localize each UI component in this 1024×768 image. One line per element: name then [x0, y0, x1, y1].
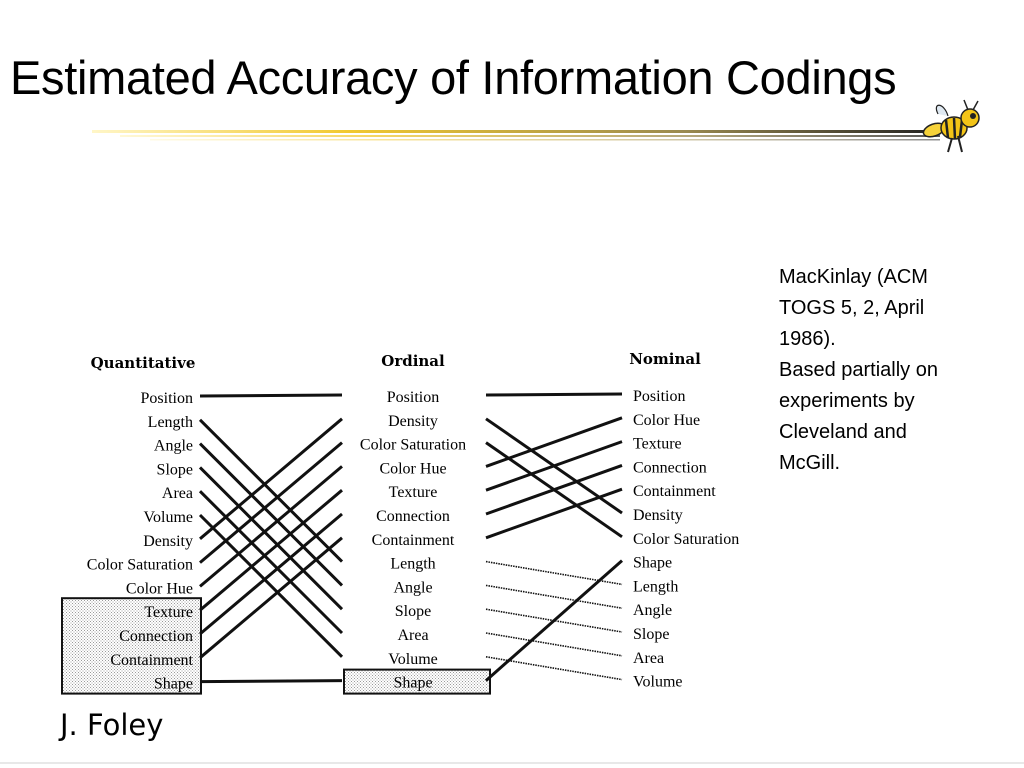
link-quantitative-ordinal-slope [198, 466, 344, 611]
link-ordinal-nominal-position [485, 392, 623, 397]
ordinal-item-texture: Texture [389, 484, 438, 501]
quantitative-item-density: Density [143, 533, 193, 550]
citation-line: 1986). [779, 328, 836, 350]
quantitative-item-connection: Connection [119, 628, 193, 645]
link-quantitative-ordinal-length [198, 418, 344, 563]
nominal-item-containment: Containment [633, 483, 716, 500]
quantitative-item-texture: Texture [144, 604, 193, 621]
quantitative-item-angle: Angle [154, 438, 193, 455]
link-ordinal-nominal-length [485, 560, 623, 586]
link-quantitative-ordinal-color-saturation [199, 441, 343, 564]
ordinal-column-heading: Ordinal [381, 352, 445, 370]
link-ordinal-nominal-texture [485, 440, 623, 492]
nominal-item-density: Density [633, 507, 683, 524]
citation-line: experiments by [779, 390, 915, 412]
ordinal-item-connection: Connection [376, 508, 450, 525]
ordinal-item-position: Position [387, 389, 439, 406]
ordinal-item-containment: Containment [372, 532, 455, 549]
title-underline [92, 130, 940, 141]
link-quantitative-ordinal-volume [198, 513, 344, 658]
link-ordinal-nominal-angle [485, 584, 623, 609]
ordinal-item-volume: Volume [388, 651, 437, 668]
link-quantitative-ordinal-angle [198, 442, 344, 587]
nominal-item-connection: Connection [633, 459, 707, 476]
quantitative-item-color-saturation: Color Saturation [87, 557, 193, 574]
nominal-item-color-hue: Color Hue [633, 412, 700, 429]
link-quantitative-ordinal-color-hue [199, 465, 343, 588]
link-quantitative-ordinal-connection [199, 512, 343, 636]
ordinal-item-color-hue: Color Hue [379, 460, 446, 477]
nominal-item-angle: Angle [633, 602, 672, 619]
link-ordinal-nominal-connection [485, 463, 623, 516]
link-quantitative-ordinal-texture [199, 489, 343, 612]
nominal-item-position: Position [633, 388, 685, 405]
yellow-jacket-mascot-icon [922, 99, 980, 153]
nominal-item-area: Area [633, 650, 664, 667]
nominal-item-shape: Shape [633, 555, 672, 572]
ordinal-item-angle: Angle [393, 579, 432, 596]
link-quantitative-ordinal-position [199, 393, 343, 398]
ordinal-item-slope: Slope [395, 603, 431, 620]
link-ordinal-nominal-containment [485, 487, 623, 540]
ordinal-unsuitable-box [343, 668, 491, 695]
quantitative-item-slope: Slope [157, 461, 193, 478]
ordinal-item-shape: Shape [393, 675, 432, 692]
citation-line: Cleveland and [779, 421, 907, 443]
quantitative-item-area: Area [162, 485, 193, 502]
quantitative-unsuitable-box [61, 597, 202, 695]
quantitative-item-shape: Shape [154, 676, 193, 693]
nominal-item-slope: Slope [633, 626, 669, 643]
nominal-item-volume: Volume [633, 674, 682, 691]
nominal-item-color-saturation: Color Saturation [633, 531, 739, 548]
slide-title: Estimated Accuracy of Information Coding… [10, 51, 897, 104]
citation-line: TOGS 5, 2, April [779, 297, 925, 319]
nominal-column-heading: Nominal [629, 350, 701, 368]
link-ordinal-nominal-color-hue [485, 416, 623, 468]
nominal-item-length: Length [633, 578, 678, 595]
quantitative-item-length: Length [148, 414, 193, 431]
ordinal-item-area: Area [397, 627, 428, 644]
citation-text: MacKinlay (ACM TOGS 5, 2, April 1986). B… [779, 262, 1004, 479]
link-quantitative-ordinal-shape [199, 679, 343, 684]
quantitative-item-volume: Volume [144, 509, 193, 526]
quantitative-item-position: Position [141, 390, 193, 407]
ordinal-item-length: Length [390, 556, 435, 573]
author-credit: J. Foley [60, 708, 164, 742]
link-ordinal-nominal-area [485, 632, 623, 657]
citation-line: McGill. [779, 452, 841, 474]
footer-divider [0, 762, 1024, 764]
quantitative-column-heading: Quantitative [91, 354, 196, 372]
citation-line: Based partially on [779, 359, 938, 381]
link-quantitative-ordinal-area [198, 490, 344, 635]
ordinal-item-density: Density [388, 413, 438, 430]
ordinal-item-color-saturation: Color Saturation [360, 437, 466, 454]
link-ordinal-nominal-volume [485, 656, 623, 681]
nominal-item-texture: Texture [633, 436, 682, 453]
quantitative-item-color-hue: Color Hue [126, 580, 193, 597]
link-quantitative-ordinal-containment [199, 536, 343, 659]
link-ordinal-nominal-shape [485, 559, 623, 682]
link-quantitative-ordinal-density [199, 417, 343, 540]
quantitative-item-containment: Containment [110, 652, 193, 669]
citation-line: MacKinlay (ACM [779, 266, 928, 288]
